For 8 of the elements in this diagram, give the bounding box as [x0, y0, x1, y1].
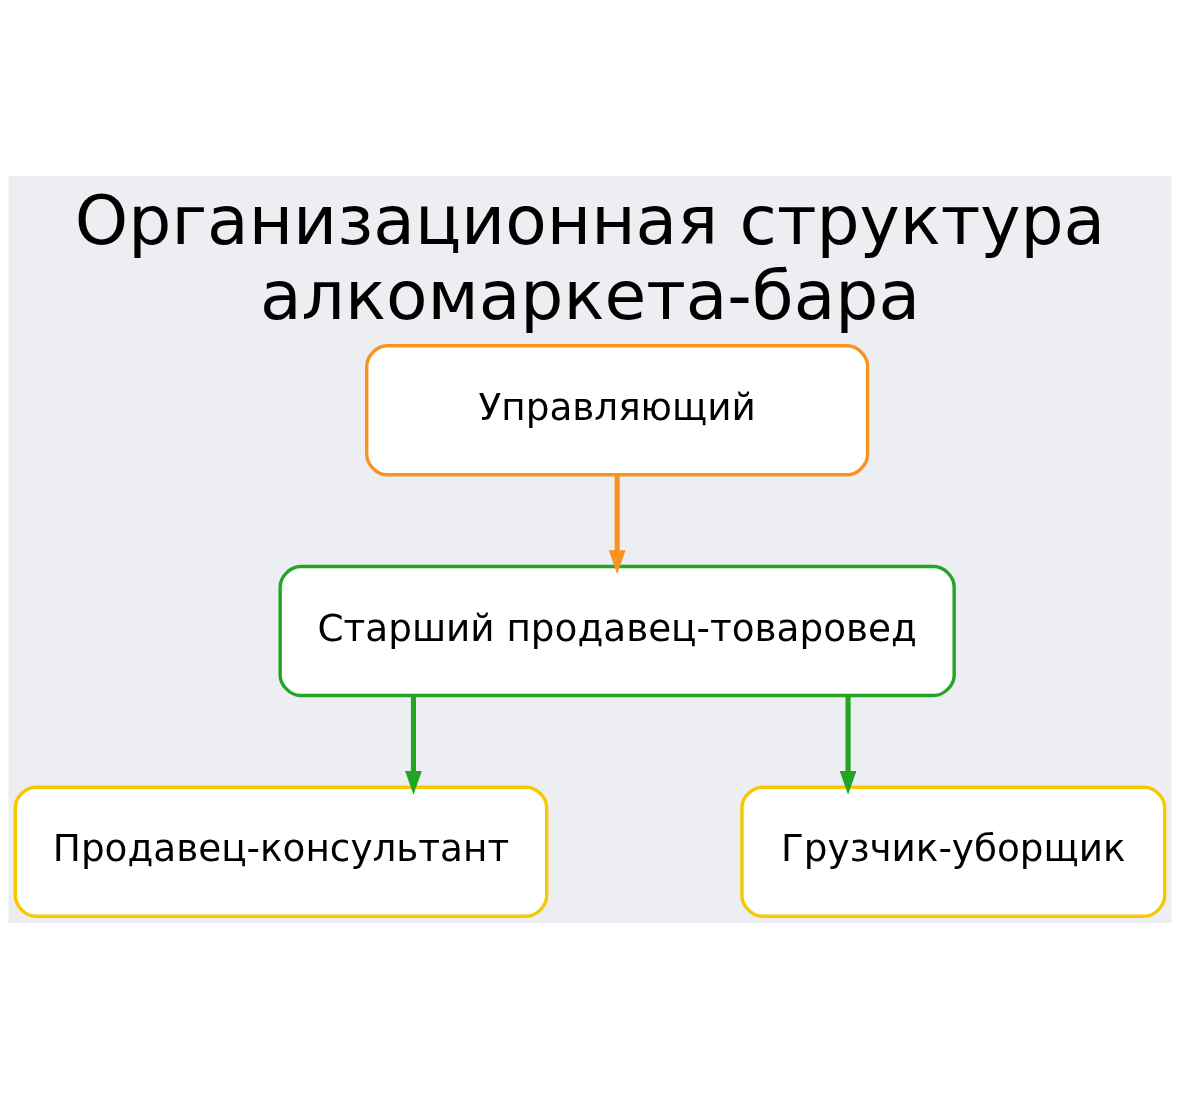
- node-box: Продавец-консультант: [13, 785, 549, 918]
- node-box: Грузчик-уборщик: [740, 785, 1167, 918]
- diagram-title: Организационная структура алкомаркета-бара: [74, 180, 1106, 335]
- arrow: [839, 696, 857, 795]
- arrow: [405, 696, 422, 795]
- node-box: Старший продавец-товаровед: [278, 564, 956, 698]
- arrow: [608, 475, 626, 575]
- node-box: Управляющий: [365, 344, 870, 477]
